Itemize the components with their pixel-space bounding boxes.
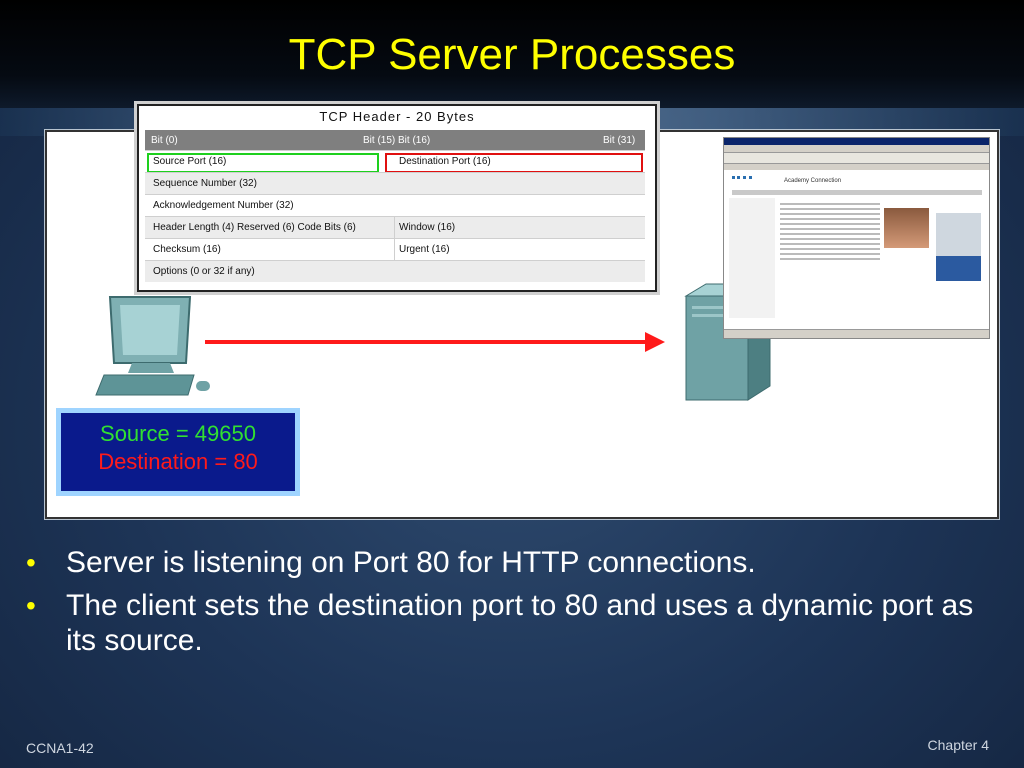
browser-status-bar [724,329,989,338]
tcp-header-row: Sequence Number (32) [145,172,645,194]
tcp-header-row: Checksum (16) Urgent (16) [145,238,645,260]
urgent-field: Urgent (16) [399,244,450,255]
tcp-header-row: Header Length (4) Reserved (6) Code Bits… [145,216,645,238]
bullet-text: The client sets the destination port to … [66,589,974,657]
browser-menu-bar [724,145,989,153]
tcp-header-row: Options (0 or 32 if any) [145,260,645,282]
checksum-field: Checksum (16) [153,244,221,255]
web-nav-bar [732,190,982,195]
slide-title: TCP Server Processes [288,30,736,79]
bullet-dot-icon: • [26,590,36,621]
web-sidebar [729,198,775,318]
tcp-header-table: TCP Header - 20 Bytes Bit (0) Bit (15) B… [137,104,657,292]
bullet-text: Server is listening on Port 80 for HTTP … [66,546,756,579]
source-port-field: Source Port (16) [153,156,227,167]
bit-15-label: Bit (15) [363,135,396,146]
bullet-item: • Server is listening on Port 80 for HTT… [26,545,1006,580]
tcp-header-row: Acknowledgement Number (32) [145,194,645,216]
destination-port-value: Destination = 80 [98,449,258,474]
web-page-title: Academy Connection [784,178,842,184]
browser-links-bar [724,164,989,170]
cell-divider [394,217,395,238]
destination-port-field: Destination Port (16) [399,156,491,167]
bullet-list: • Server is listening on Port 80 for HTT… [26,545,1006,666]
tcp-header-title: TCP Header - 20 Bytes [319,109,475,124]
title-band [0,0,1024,108]
footer-right: Chapter 4 [927,737,989,753]
bit-0-label: Bit (0) [151,135,178,146]
tcp-header-bit-row: Bit (0) Bit (15) Bit (16) Bit (31) [145,130,645,150]
cisco-logo [732,176,752,189]
options-field: Options (0 or 32 if any) [153,266,255,277]
web-login-box [936,213,981,263]
web-photo [884,208,929,248]
browser-toolbar [724,153,989,164]
web-map-image [936,256,981,281]
bit-31-label: Bit (31) [603,135,636,146]
tcp-header-grid: Bit (0) Bit (15) Bit (16) Bit (31) Sourc… [145,130,645,282]
window-field: Window (16) [399,222,456,233]
cell-divider [394,239,395,260]
bullet-item: • The client sets the destination port t… [26,588,1006,658]
source-port-value: Source = 49650 [100,421,256,446]
client-pc-icon [95,296,210,396]
ack-number-field: Acknowledgement Number (32) [153,200,294,211]
bit-16-label: Bit (16) [398,135,431,146]
header-length-field: Header Length (4) Reserved (6) Code Bits… [153,222,356,233]
tcp-header-row: Source Port (16) Destination Port (16) [145,150,645,173]
bullet-dot-icon: • [26,547,36,578]
sequence-number-field: Sequence Number (32) [153,178,257,189]
browser-title-bar [724,138,989,145]
request-arrow [205,332,665,352]
web-page-screenshot: Academy Connection [723,137,990,339]
web-content [780,200,880,263]
footer-left: CCNA1-42 [26,740,94,756]
port-info-box: Source = 49650 Destination = 80 [56,408,300,496]
